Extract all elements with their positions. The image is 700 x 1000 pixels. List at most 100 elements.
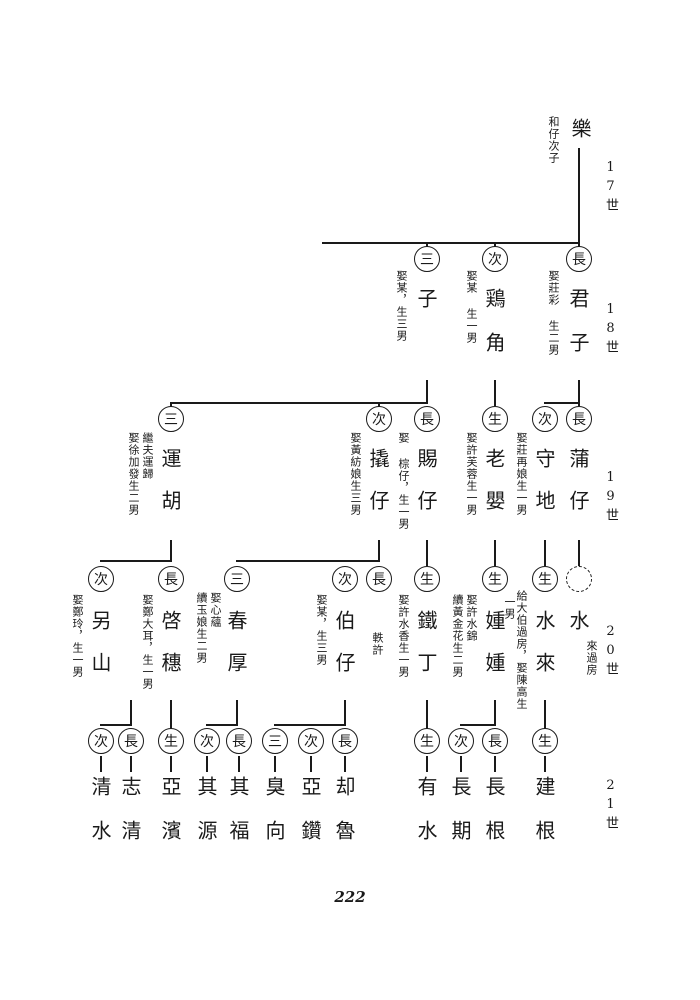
person-note: 繼夫運歸 xyxy=(141,432,154,480)
page-number: 222 xyxy=(334,888,366,906)
rank-mark-eldest: 長 xyxy=(482,728,508,754)
rank-mark-blank xyxy=(566,566,592,592)
person-name: 水 xyxy=(566,610,590,630)
rank-mark-eldest: 長 xyxy=(226,728,252,754)
rank-mark-second: 次 xyxy=(194,728,220,754)
connector-line xyxy=(274,724,346,726)
person-name: 啓穗 xyxy=(158,610,182,694)
connector-line xyxy=(494,700,496,726)
person-name: 君子 xyxy=(566,288,590,376)
connector-line xyxy=(460,724,496,726)
rank-mark-third: 三 xyxy=(224,566,250,592)
person-name: 長根 xyxy=(482,776,506,864)
generation-label-19: 19世 xyxy=(603,470,618,525)
rank-mark-eldest: 長 xyxy=(414,406,440,432)
connector-line xyxy=(236,700,238,726)
connector-line xyxy=(310,756,312,772)
person-name: 亞濱 xyxy=(158,776,182,864)
connector-line xyxy=(494,540,496,566)
rank-mark-second: 次 xyxy=(88,728,114,754)
person-name: 撬仔 xyxy=(366,448,390,532)
rank-mark-third: 三 xyxy=(414,246,440,272)
person-name: 其福 xyxy=(226,776,250,864)
connector-line xyxy=(100,756,102,772)
person-name: 有水 xyxy=(414,776,438,864)
person-note: 娶黃紡娘生三男 xyxy=(349,432,362,516)
rank-mark-third: 三 xyxy=(262,728,288,754)
connector-line xyxy=(170,402,428,404)
connector-line xyxy=(238,756,240,772)
rank-mark-eldest: 長 xyxy=(332,728,358,754)
connector-line xyxy=(578,148,580,244)
person-name: 亞鑽 xyxy=(298,776,322,864)
rank-mark-second: 次 xyxy=(532,406,558,432)
generation-label-18: 18世 xyxy=(603,302,618,357)
root-note: 和仔次子 xyxy=(547,116,560,164)
connector-line xyxy=(170,756,172,772)
person-name: 鐵丁 xyxy=(414,610,438,694)
rank-mark-eldest: 長 xyxy=(366,566,392,592)
connector-line xyxy=(426,700,428,730)
connector-line xyxy=(274,756,276,772)
connector-line xyxy=(206,724,238,726)
generation-label-21: 21世 xyxy=(603,778,618,833)
connector-line xyxy=(426,540,428,566)
rank-mark-only-son: 生 xyxy=(414,728,440,754)
person-note: 娶莊再娘生一男 xyxy=(515,432,528,516)
rank-mark-only-son: 生 xyxy=(482,406,508,432)
connector-line xyxy=(170,540,172,562)
connector-line xyxy=(578,380,580,406)
person-name: 賜仔 xyxy=(414,448,438,532)
connector-line xyxy=(426,380,428,404)
person-note: 娶莊彩 生二男 xyxy=(547,270,560,356)
person-note: 給大伯過房，娶陳高生 xyxy=(515,590,528,710)
person-note: 軼許 xyxy=(371,632,384,656)
person-note: 娶許水錦 xyxy=(465,594,478,642)
connector-line xyxy=(460,756,462,772)
rank-mark-eldest: 長 xyxy=(118,728,144,754)
rank-mark-eldest: 長 xyxy=(566,406,592,432)
rank-mark-only-son: 生 xyxy=(532,728,558,754)
person-note: 娶心蘊 xyxy=(209,592,222,628)
rank-mark-eldest: 長 xyxy=(566,246,592,272)
connector-line xyxy=(344,756,346,772)
person-name: 長期 xyxy=(448,776,472,864)
connector-line xyxy=(544,756,546,772)
person-note: 娶許芙蓉生一男 xyxy=(465,432,478,516)
rank-mark-second: 次 xyxy=(366,406,392,432)
rank-mark-third: 三 xyxy=(158,406,184,432)
person-note: 娶許水香生一男 xyxy=(397,594,410,678)
rank-mark-only-son: 生 xyxy=(482,566,508,592)
connector-line xyxy=(426,756,428,772)
rank-mark-only-son: 生 xyxy=(414,566,440,592)
person-name: 守地 xyxy=(532,448,556,532)
person-note: 來過房 xyxy=(585,640,598,676)
person-name: 水來 xyxy=(532,610,556,694)
connector-line xyxy=(494,756,496,772)
person-note: 娶某，生三男 xyxy=(395,270,408,342)
person-note: 娶 棕仔，生一男 xyxy=(397,432,410,530)
connector-line xyxy=(322,242,580,244)
person-note: 娶某，生三男 xyxy=(315,594,328,666)
connector-line xyxy=(578,540,580,566)
person-note: 娶鄭大耳，生一男 xyxy=(141,594,154,690)
person-name: 媑媑 xyxy=(482,610,506,694)
person-name: 清水 xyxy=(88,776,112,864)
person-name: 臭向 xyxy=(262,776,286,864)
connector-line xyxy=(100,724,132,726)
rank-mark-eldest: 長 xyxy=(158,566,184,592)
connector-line xyxy=(544,700,546,730)
connector-line xyxy=(206,756,208,772)
person-name: 伯仔 xyxy=(332,610,356,694)
person-note: 續黃金花生二男 xyxy=(451,594,464,678)
person-name: 蒲仔 xyxy=(566,448,590,532)
person-name: 老嬰 xyxy=(482,448,506,532)
person-note: 娶某 生一男 xyxy=(465,270,478,344)
rank-mark-second: 次 xyxy=(448,728,474,754)
person-name: 志清 xyxy=(118,776,142,864)
rank-mark-only-son: 生 xyxy=(532,566,558,592)
connector-line xyxy=(100,560,172,562)
connector-line xyxy=(236,560,380,562)
connector-line xyxy=(130,700,132,726)
